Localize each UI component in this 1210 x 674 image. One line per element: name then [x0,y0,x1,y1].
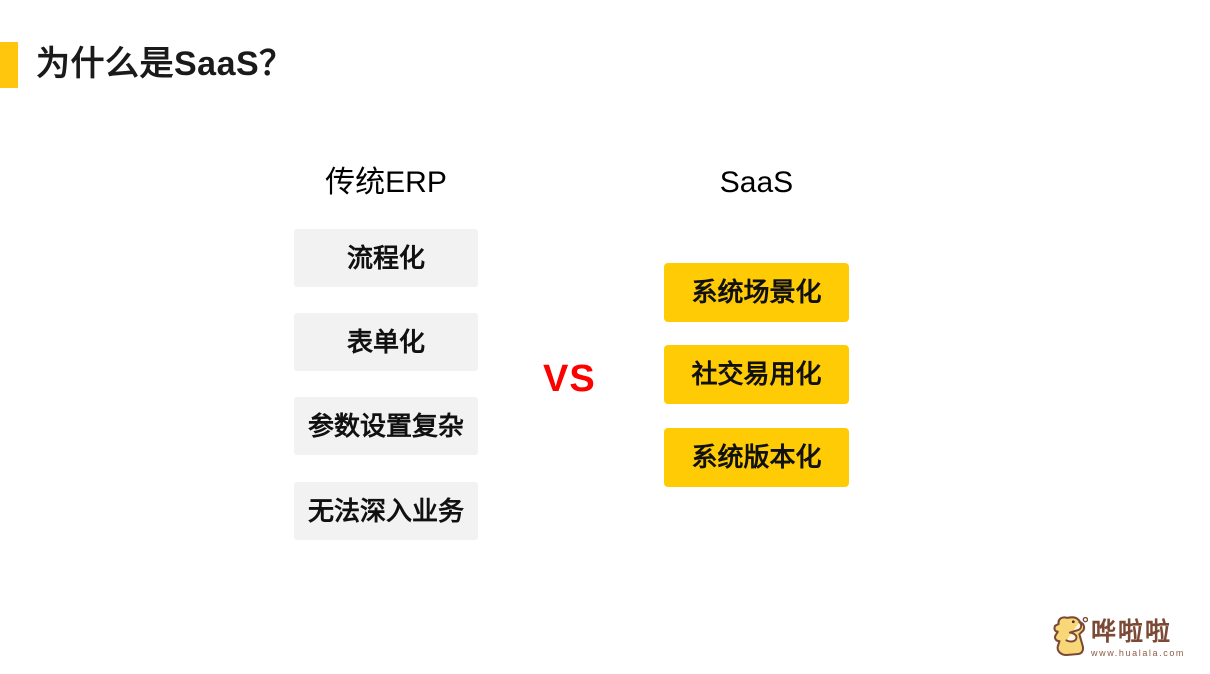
brand-logo: 哗啦啦 www.hualala.com [1050,612,1185,660]
erp-item-box: 无法深入业务 [294,482,478,540]
dinosaur-mascot-icon [1050,612,1089,660]
saas-item-box: 社交易用化 [664,345,849,404]
right-column-header: SaaS [719,166,794,199]
erp-item-box: 表单化 [294,313,478,371]
brand-website: www.hualala.com [1091,648,1186,658]
vs-label: VS [543,358,596,400]
page-title: 为什么是SaaS？ [36,45,294,83]
saas-item-box: 系统版本化 [664,428,849,487]
left-column-header: 传统ERP [325,166,447,199]
title-accent-bar [0,42,18,88]
erp-item-box: 参数设置复杂 [294,397,478,455]
saas-item-box: 系统场景化 [664,263,849,322]
erp-item-box: 流程化 [294,229,478,287]
brand-logo-text: 哗啦啦 www.hualala.com [1091,612,1185,658]
brand-name: 哗啦啦 [1091,618,1173,646]
